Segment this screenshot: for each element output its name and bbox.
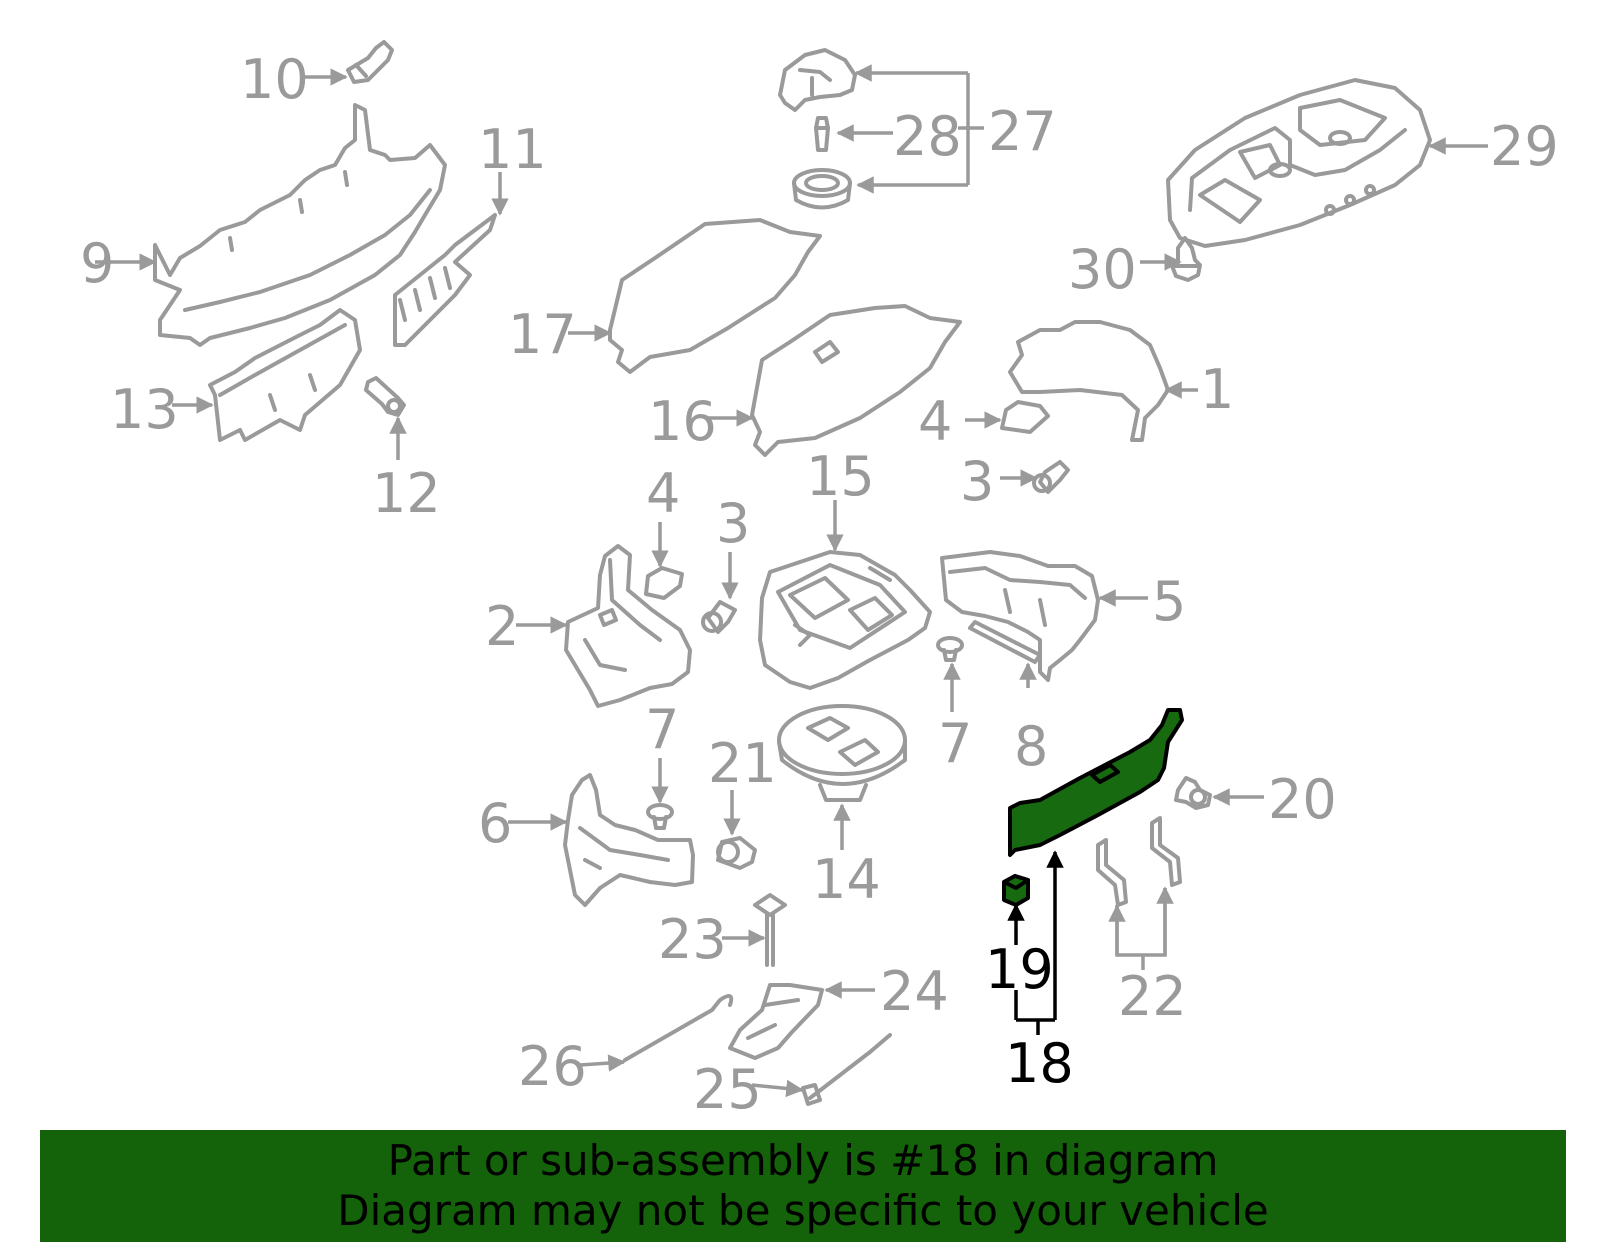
part-18-trim-highlighted bbox=[1008, 708, 1184, 857]
part-28-stud bbox=[814, 116, 830, 152]
callout-5: 5 bbox=[1152, 570, 1186, 633]
part-3-fastener-upper bbox=[1032, 460, 1070, 494]
callout-4-lower: 4 bbox=[646, 462, 680, 525]
part-3-fastener-lower bbox=[701, 600, 737, 634]
banner-line-2: Diagram may not be specific to your vehi… bbox=[337, 1186, 1269, 1235]
callout-8: 8 bbox=[1014, 715, 1048, 778]
callout-19: 19 bbox=[985, 938, 1054, 1001]
parts-diagram: 10 9 11 12 13 28 27 29 30 17 16 1 4 3 4 … bbox=[80, 40, 1559, 1121]
part-10-clip bbox=[346, 40, 394, 84]
part-17-floor-board bbox=[608, 218, 822, 374]
callout-26: 26 bbox=[518, 1035, 587, 1098]
part-11-cover bbox=[393, 213, 497, 347]
banner-line-1: Part or sub-assembly is #18 in diagram bbox=[387, 1136, 1219, 1185]
part-29-floor-cover bbox=[1166, 78, 1432, 248]
part-7-clip-left bbox=[646, 803, 674, 830]
callout-28: 28 bbox=[893, 105, 962, 168]
leader-lines bbox=[95, 64, 1488, 1098]
callout-7-left: 7 bbox=[645, 698, 679, 761]
callout-16: 16 bbox=[648, 390, 717, 453]
part-16-floor-board bbox=[750, 304, 962, 457]
part-4-clip-upper bbox=[1000, 400, 1050, 434]
callout-20: 20 bbox=[1268, 768, 1337, 831]
part-5-side-box bbox=[940, 550, 1100, 682]
callout-29: 29 bbox=[1490, 115, 1559, 178]
callout-14: 14 bbox=[812, 848, 881, 911]
part-4-clip-lower bbox=[644, 566, 684, 600]
part-12-bolt bbox=[364, 376, 406, 417]
part-21-rivet bbox=[716, 836, 757, 870]
callout-23: 23 bbox=[658, 908, 727, 971]
callout-11: 11 bbox=[478, 118, 547, 181]
part-9-trim-panel bbox=[153, 103, 447, 347]
part-20-clip bbox=[1174, 776, 1212, 810]
info-banner: Part or sub-assembly is #18 in diagram D… bbox=[40, 1130, 1566, 1242]
part-7-clip-right bbox=[936, 636, 964, 662]
leader-lines-highlighted bbox=[1007, 850, 1064, 1035]
callout-21: 21 bbox=[708, 732, 777, 795]
callout-6: 6 bbox=[478, 792, 512, 855]
callout-12: 12 bbox=[372, 462, 441, 525]
callout-1: 1 bbox=[1200, 358, 1234, 421]
callout-7-right: 7 bbox=[938, 712, 972, 775]
callout-17: 17 bbox=[508, 303, 577, 366]
part-13-bracket bbox=[208, 308, 362, 442]
callout-22: 22 bbox=[1118, 965, 1187, 1028]
callout-15: 15 bbox=[806, 445, 875, 508]
part-24-jack bbox=[728, 983, 824, 1060]
part-27-assembly bbox=[778, 48, 857, 112]
part-8-strip bbox=[968, 620, 1042, 664]
callout-13: 13 bbox=[110, 378, 179, 441]
callout-10: 10 bbox=[240, 48, 309, 111]
callout-labels: 10 9 11 12 13 28 27 29 30 17 16 1 4 3 4 … bbox=[80, 48, 1559, 1121]
part-19-clip-highlighted bbox=[1002, 874, 1030, 907]
part-14-tire-insert bbox=[777, 704, 907, 802]
part-6-bracket bbox=[563, 773, 695, 907]
part-26-handle bbox=[623, 994, 734, 1062]
part-2-bracket bbox=[564, 544, 692, 708]
callout-25: 25 bbox=[693, 1058, 762, 1121]
callout-4-upper: 4 bbox=[918, 390, 952, 453]
part-25-lug-wrench bbox=[801, 1033, 892, 1106]
callout-3-lower: 3 bbox=[716, 492, 750, 555]
callout-2: 2 bbox=[485, 595, 519, 658]
part-23-bolt bbox=[753, 893, 787, 967]
part-22-brackets bbox=[1096, 816, 1182, 907]
callout-9: 9 bbox=[80, 232, 114, 295]
part-15-foam-tray bbox=[758, 550, 932, 690]
callout-24: 24 bbox=[880, 960, 949, 1023]
callout-30: 30 bbox=[1068, 238, 1137, 301]
part-1-side-trim bbox=[1008, 320, 1170, 442]
callout-27: 27 bbox=[988, 100, 1057, 163]
part-27-grommet bbox=[792, 168, 852, 210]
callout-3-upper: 3 bbox=[960, 450, 994, 513]
callout-18: 18 bbox=[1005, 1032, 1074, 1095]
